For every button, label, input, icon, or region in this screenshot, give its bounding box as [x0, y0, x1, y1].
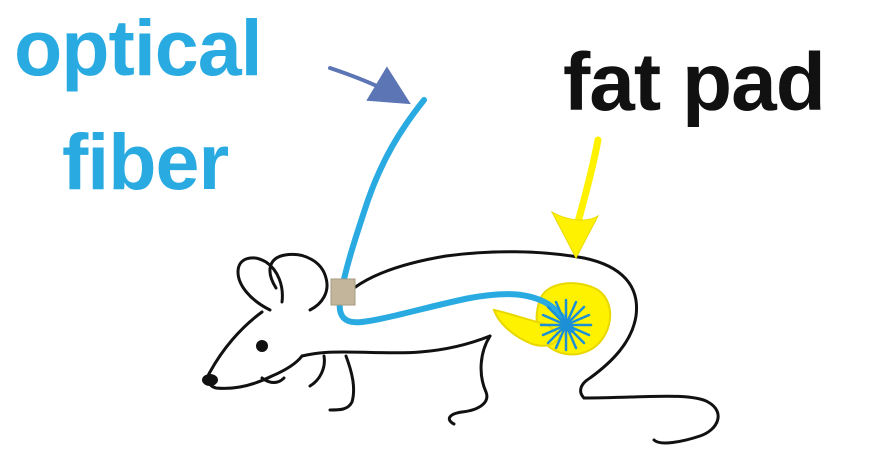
- optical-fiber-label-line2: fiber: [62, 122, 228, 201]
- fat-pad-arrow: [552, 140, 598, 258]
- fiber-connector: [331, 279, 355, 305]
- mouse-ear-front: [270, 254, 327, 310]
- mouse-ear-back: [238, 258, 282, 310]
- optical-fiber: [340, 100, 572, 330]
- optical-fiber-arrow: [330, 68, 404, 100]
- mouse-foreleg-back: [310, 356, 324, 386]
- mouse-mouth: [262, 378, 284, 383]
- mouse-belly: [302, 336, 490, 356]
- light-burst-icon: [541, 300, 591, 350]
- mouse-foreleg-front: [330, 356, 354, 410]
- optical-fiber-label-line1: optical: [14, 8, 262, 87]
- mouse-tail: [584, 396, 718, 443]
- mouse-hind-leg: [449, 336, 490, 424]
- mouse-head: [208, 312, 302, 388]
- mouse-nose: [202, 374, 218, 386]
- fat-pad-label: fat pad: [563, 42, 825, 124]
- mouse-outline: [208, 252, 718, 443]
- mouse-eye: [256, 340, 268, 352]
